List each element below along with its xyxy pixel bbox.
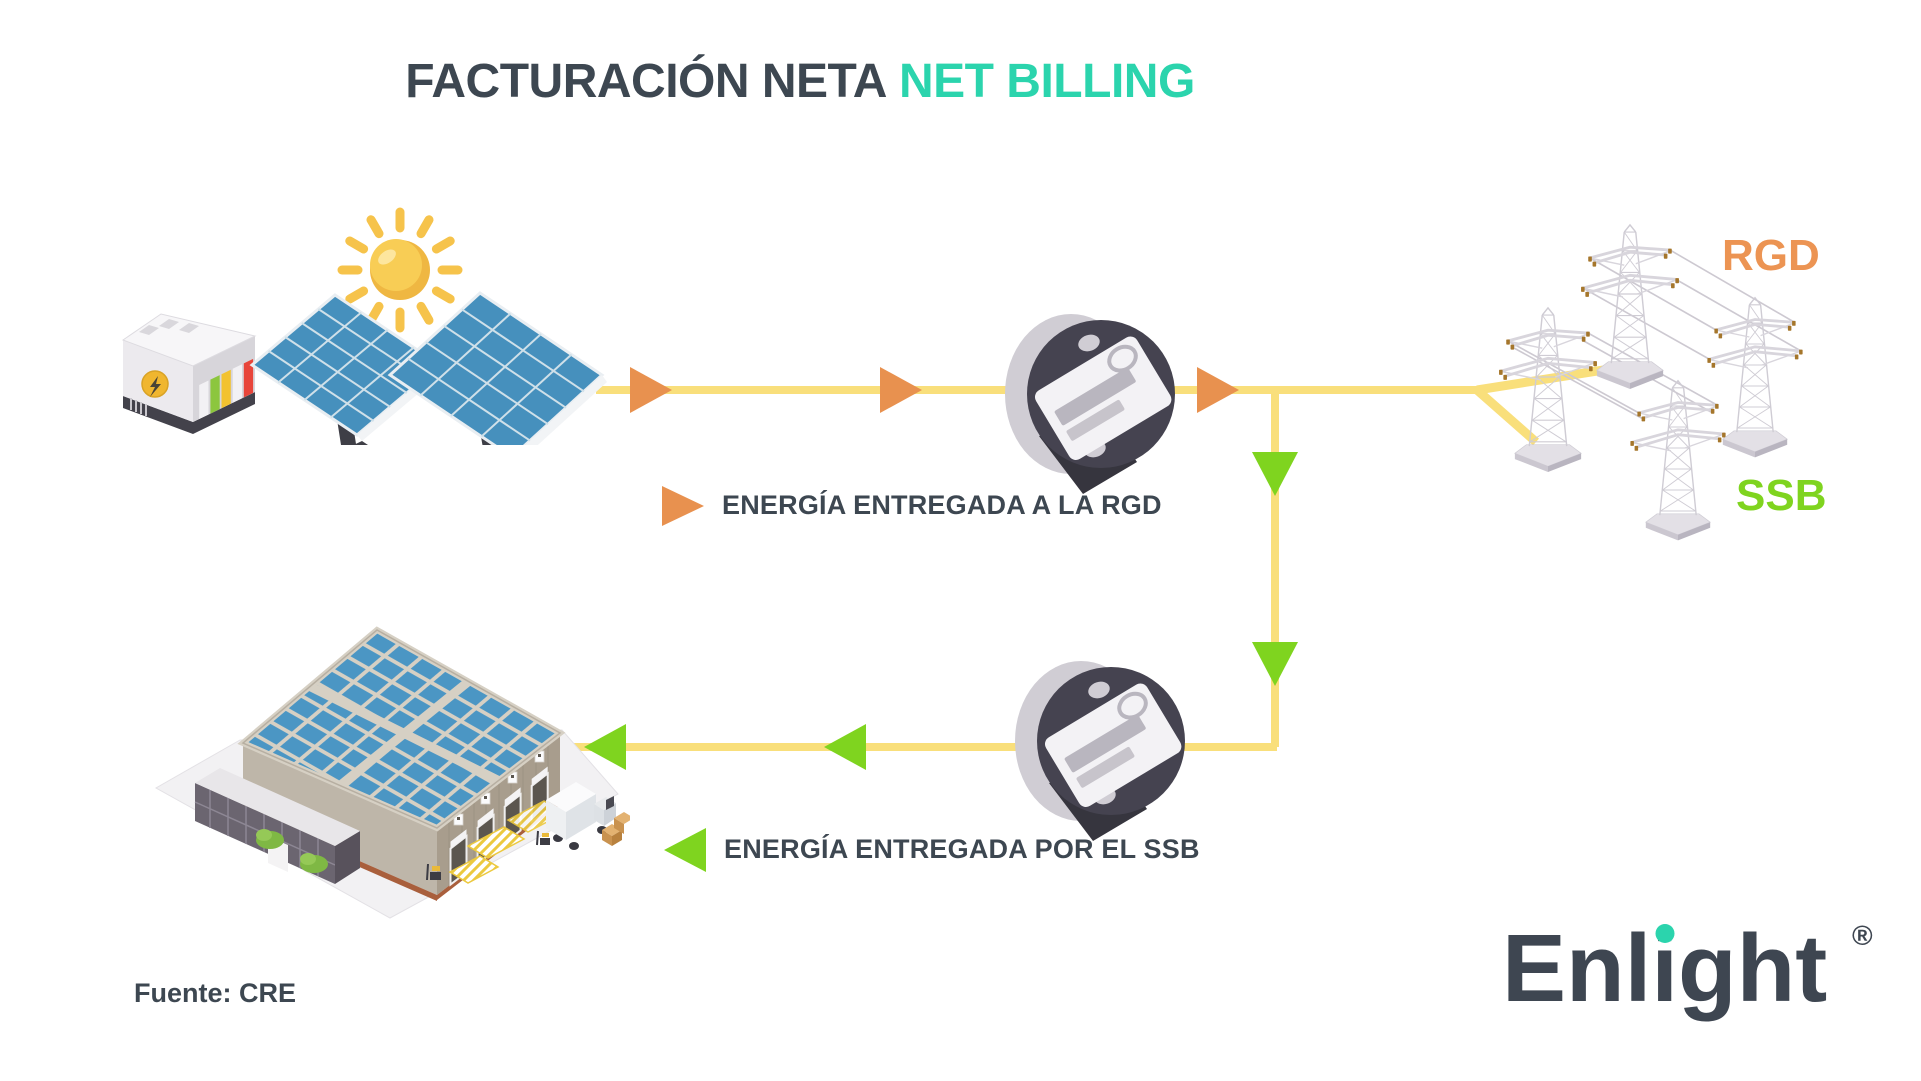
solar-panels-icon <box>249 291 607 445</box>
bushes <box>256 829 328 873</box>
solar-panel-large <box>387 291 607 445</box>
cargo-boxes <box>602 812 630 846</box>
title-accent: NET BILLING <box>898 55 1195 108</box>
sun-icon <box>337 207 463 333</box>
forklifts <box>426 830 550 881</box>
transmission-towers-icon <box>1497 223 1804 542</box>
source-note: Fuente: CRE <box>134 978 296 1008</box>
energy-in-arrows <box>584 452 1298 872</box>
electric-meter-icon <box>1015 661 1185 841</box>
power-wires <box>1507 249 1802 421</box>
warehouse-building-icon <box>154 626 630 919</box>
registered-trademark-symbol: ® <box>1852 920 1873 951</box>
power-generator-icon <box>121 313 257 434</box>
electric-meter-icon <box>1005 314 1175 494</box>
brand-logo-pre: Enl <box>1502 915 1652 1022</box>
energy-from-ssb-label: ENERGÍA ENTREGADA POR EL SSB <box>724 834 1200 864</box>
energy-to-rgd-label: ENERGÍA ENTREGADA A LA RGD <box>722 490 1162 520</box>
brand-logo-post: ght <box>1678 915 1828 1022</box>
brand-logo-teal-dot <box>1655 924 1675 943</box>
truck <box>546 782 616 850</box>
title-main: FACTURACIÓN NETA <box>405 55 887 108</box>
legend-arrow-orange <box>662 486 704 526</box>
brand-logo-i: i <box>1651 915 1679 1022</box>
energy-out-arrows <box>630 367 1239 526</box>
legend-arrow-green <box>664 828 706 872</box>
ssb-label: SSB <box>1736 471 1827 520</box>
rgd-label: RGD <box>1722 231 1820 280</box>
